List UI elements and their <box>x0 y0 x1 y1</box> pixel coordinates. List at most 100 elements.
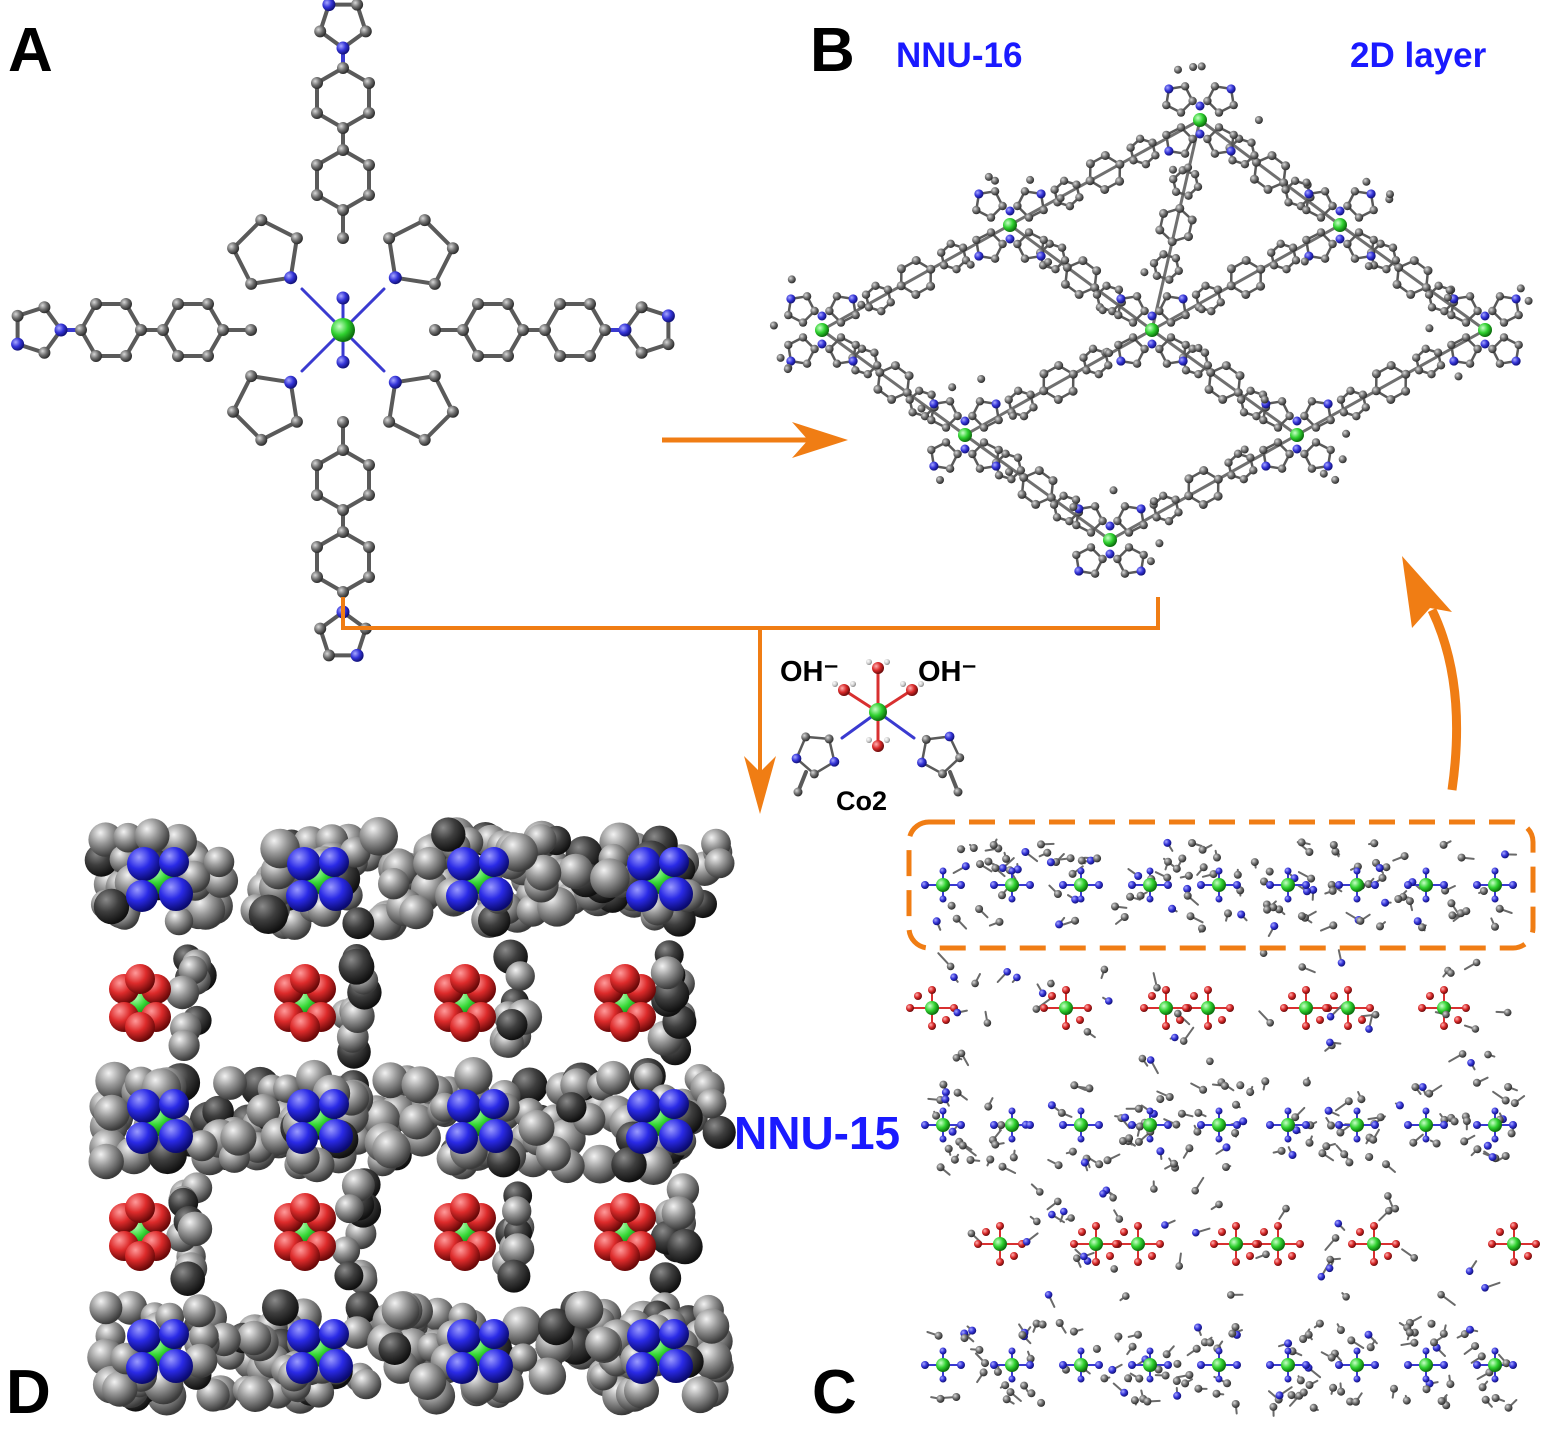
atom-c <box>1071 495 1081 504</box>
atom-c <box>1083 1028 1092 1036</box>
atom-c <box>337 586 349 598</box>
atom-c <box>1488 306 1497 316</box>
atom-c <box>927 390 936 399</box>
atom-c <box>904 371 914 381</box>
atom-c <box>1194 370 1203 379</box>
atom-c <box>1337 1387 1346 1396</box>
atom-c <box>1499 318 1509 327</box>
atom-o <box>996 1258 1004 1266</box>
space-fill-sphere <box>113 1290 148 1325</box>
atom-c <box>429 324 441 336</box>
arrow-c-to-b-head <box>1402 556 1452 628</box>
atom-o <box>1454 1016 1462 1024</box>
atom-c <box>798 318 808 327</box>
atom-c <box>1044 258 1053 267</box>
atom-c <box>1331 1234 1340 1242</box>
atom-c <box>1328 886 1337 895</box>
atom-n <box>1215 867 1223 875</box>
atom-c <box>926 281 936 291</box>
atom-n <box>1404 1361 1412 1369</box>
panel-label-a: A <box>8 16 53 85</box>
atom-c <box>1443 293 1452 302</box>
space-fill-sphere <box>125 1193 155 1223</box>
atom-c <box>1054 1197 1062 1206</box>
atom-o <box>996 1222 1004 1230</box>
atom-c <box>1073 1254 1081 1262</box>
atom-c <box>1224 909 1232 918</box>
atom-n <box>1353 1375 1361 1383</box>
atom-c <box>1138 1054 1147 1063</box>
atom-c <box>1075 193 1084 202</box>
atom-c <box>1369 1135 1378 1144</box>
atom-c <box>1190 170 1200 179</box>
atom-c <box>1032 1005 1041 1013</box>
atom-c <box>1201 281 1210 290</box>
atom-c <box>1115 159 1125 169</box>
atom-n <box>1488 1153 1497 1162</box>
atom-c <box>1128 333 1138 342</box>
space-fill-sphere <box>502 1196 532 1226</box>
bond <box>387 419 427 442</box>
atom-c <box>1376 922 1384 931</box>
space-fill-sphere <box>126 1352 158 1384</box>
atom-c <box>975 905 984 913</box>
atom-co <box>1103 533 1117 547</box>
atom-n <box>1335 1121 1343 1129</box>
space-fill-sphere <box>399 895 434 930</box>
atom-c <box>1033 1217 1041 1226</box>
atom-c <box>1134 1104 1143 1113</box>
atom-n <box>1337 959 1346 967</box>
bond <box>259 419 299 442</box>
atom-c <box>245 370 258 383</box>
atom-n <box>1008 867 1016 875</box>
panel-label-c: C <box>812 1358 857 1427</box>
bond <box>963 433 1112 542</box>
atom-n <box>1128 1361 1136 1369</box>
atom-o <box>1040 1004 1048 1012</box>
space-fill-sphere <box>159 1319 189 1349</box>
atom-o <box>1322 1004 1330 1012</box>
atom-co <box>1419 1358 1433 1372</box>
atom-c <box>1342 1293 1350 1301</box>
atom-o <box>1134 1258 1142 1266</box>
atom-c <box>1078 256 1088 266</box>
atom-n <box>1071 895 1080 904</box>
atom-c <box>1020 187 1030 196</box>
atom-n <box>1099 1190 1107 1198</box>
atom-c <box>1299 1335 1308 1343</box>
atom-c <box>446 405 459 418</box>
atom-c <box>1017 489 1027 499</box>
atom-c <box>1265 867 1274 876</box>
bond <box>249 374 293 385</box>
atom-c <box>1427 1319 1436 1328</box>
atom-c <box>1281 185 1290 194</box>
atom-c <box>991 176 999 185</box>
atom-n <box>1284 1339 1293 1348</box>
atom-n <box>336 41 350 55</box>
atom-c <box>1302 178 1311 187</box>
atom-c <box>1221 361 1231 371</box>
space-fill-sphere <box>694 1308 730 1344</box>
atom-c <box>1394 263 1404 272</box>
atom-n <box>1422 895 1430 903</box>
atom-c <box>1124 1374 1133 1383</box>
atom-n <box>1381 898 1390 907</box>
atom-o <box>1106 1252 1114 1260</box>
atom-c <box>1281 161 1291 171</box>
space-fill-sphere <box>334 1261 364 1291</box>
atom-c <box>995 917 1004 926</box>
atom-c <box>1139 550 1148 560</box>
space-fill-sphere <box>286 1352 318 1384</box>
atom-c <box>502 298 514 310</box>
space-fill-sphere <box>287 1089 321 1123</box>
atom-o <box>1280 1004 1288 1012</box>
atom-c <box>337 232 349 244</box>
atom-c <box>1098 306 1107 315</box>
atom-c <box>1052 513 1062 522</box>
atom-c <box>1071 916 1080 925</box>
atom-c <box>857 344 867 353</box>
atom-c <box>1072 180 1081 189</box>
atom-n <box>817 311 827 321</box>
atom-c <box>1026 390 1035 399</box>
atom-c <box>311 459 323 471</box>
